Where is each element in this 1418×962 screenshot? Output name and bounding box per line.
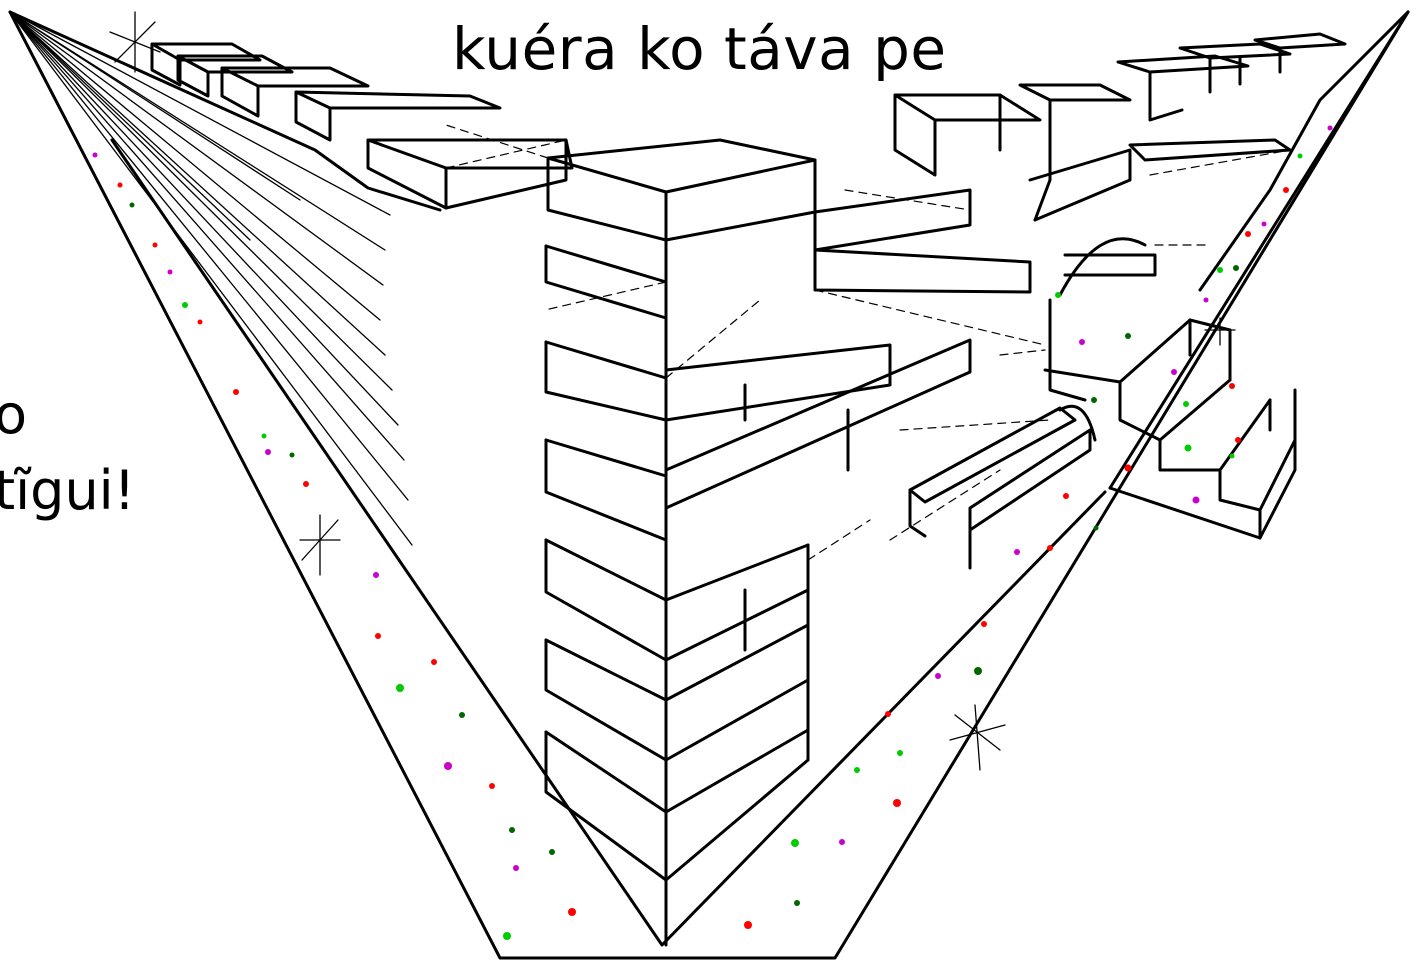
slide-title: kuéra ko táva pe [452, 15, 947, 83]
perspective-rays [9, 11, 413, 546]
stairs [1043, 318, 1297, 540]
construction-lines [445, 124, 1291, 561]
side-text-line-2: tĩgui! [0, 459, 136, 522]
central-tower [544, 138, 817, 947]
right-wing-slabs [664, 83, 1132, 882]
middle-buildings [908, 237, 1157, 570]
starburst-marks [109, 11, 1236, 771]
far-buildings-left [150, 42, 574, 210]
street-outline [8, 10, 1410, 960]
side-text-line-1: o [0, 383, 28, 446]
pavement-specks [92, 125, 1333, 940]
